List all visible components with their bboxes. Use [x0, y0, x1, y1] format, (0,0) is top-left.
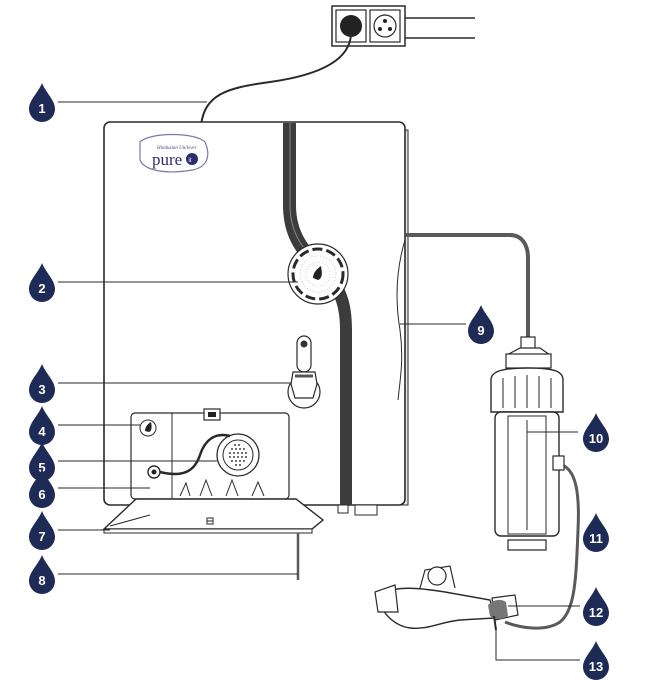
water-tap — [374, 565, 519, 631]
power-socket — [331, 5, 475, 47]
power-cord — [200, 33, 352, 126]
callout-11: 11 — [583, 513, 609, 552]
water-level-indicator — [287, 335, 321, 409]
leader-line-13 — [495, 630, 580, 661]
callout-4: 4 — [29, 406, 55, 445]
callout-10: 10 — [583, 413, 609, 452]
purifier-body — [103, 121, 409, 516]
callout-1: 1 — [29, 83, 55, 122]
callout-label-3: 3 — [38, 382, 45, 397]
callout-label-2: 2 — [38, 281, 45, 296]
pre-filter-canister — [490, 336, 565, 551]
callout-label-6: 6 — [38, 487, 45, 502]
callout-5: 5 — [29, 442, 55, 481]
callout-label-11: 11 — [589, 531, 603, 546]
callout-label-9: 9 — [477, 323, 484, 338]
callout-label-10: 10 — [589, 431, 603, 446]
drip-tray — [102, 498, 325, 534]
callout-label-7: 7 — [38, 529, 45, 544]
logo-main-text: pure — [152, 150, 182, 169]
logo-small-text: Hindustan Unilever — [156, 146, 197, 151]
callout-label-1: 1 — [38, 101, 45, 116]
callout-12: 12 — [583, 587, 609, 626]
callout-9: 9 — [468, 305, 494, 344]
callout-7: 7 — [29, 511, 55, 550]
leader-lines — [58, 101, 580, 661]
callout-label-12: 12 — [589, 605, 603, 620]
tap-hose — [504, 463, 580, 630]
callout-13: 13 — [583, 641, 609, 680]
callout-3: 3 — [29, 364, 55, 403]
service-panel — [130, 408, 290, 500]
brand-logo: Hindustan Unilever pure it — [139, 133, 209, 173]
logo-suffix-text: it — [189, 158, 192, 164]
inlet-hose — [406, 233, 530, 340]
callout-6: 6 — [29, 469, 55, 508]
callout-label-13: 13 — [589, 659, 603, 674]
callout-2: 2 — [29, 263, 55, 302]
callout-label-4: 4 — [38, 424, 46, 439]
callout-label-5: 5 — [38, 460, 45, 475]
callout-8: 8 — [29, 555, 55, 594]
callout-label-8: 8 — [38, 573, 45, 588]
germkill-indicator — [287, 243, 349, 305]
